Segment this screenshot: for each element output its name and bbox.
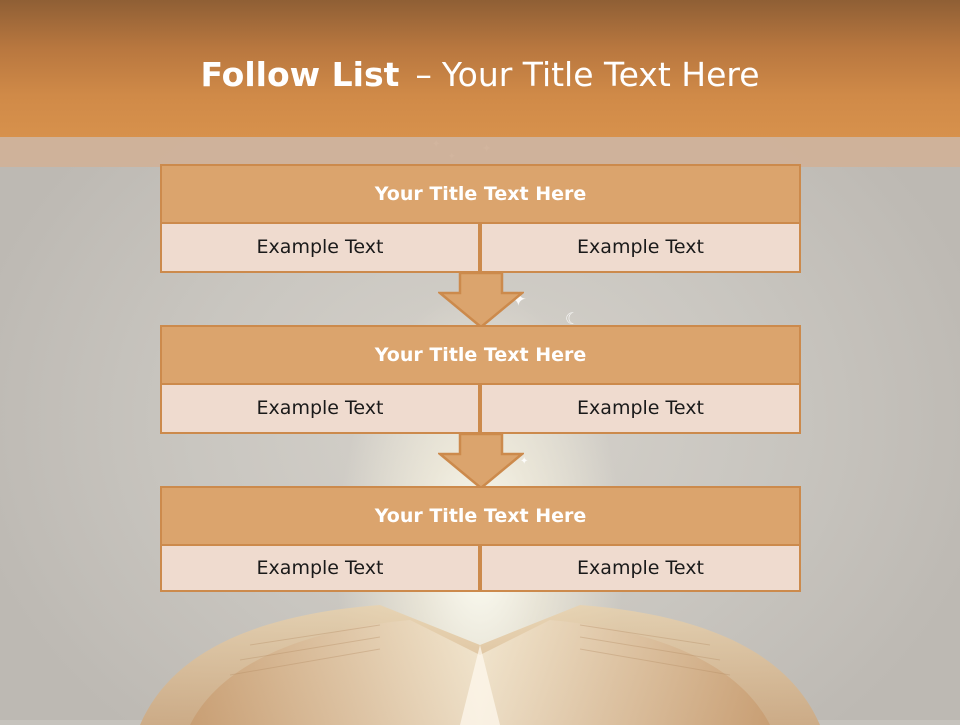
title-separator: – [415, 55, 432, 94]
list-block-3: Your Title Text Here Example Text Exampl… [160, 486, 801, 592]
down-arrow-icon [438, 432, 524, 490]
page-title: Follow List–Your Title Text Here [0, 52, 960, 98]
title-bold: Follow List [200, 55, 400, 94]
block-cell-left: Example Text [160, 544, 480, 592]
block-cell-left: Example Text [160, 383, 480, 434]
header-band [0, 137, 960, 167]
open-book-illustration [140, 605, 820, 725]
sparkle-icon: ☾ [565, 309, 580, 328]
block-title: Your Title Text Here [160, 486, 801, 546]
block-cell-left: Example Text [160, 222, 480, 273]
block-title: Your Title Text Here [160, 325, 801, 385]
title-rest: Your Title Text Here [441, 55, 760, 94]
block-cell-right: Example Text [480, 544, 801, 592]
block-cell-right: Example Text [480, 383, 801, 434]
list-block-1: Your Title Text Here Example Text Exampl… [160, 164, 801, 273]
header-bar [0, 0, 960, 137]
list-block-2: Your Title Text Here Example Text Exampl… [160, 325, 801, 434]
block-title: Your Title Text Here [160, 164, 801, 224]
sparkle-icon: ✦ [520, 456, 529, 467]
down-arrow-icon [438, 271, 524, 329]
block-cell-right: Example Text [480, 222, 801, 273]
